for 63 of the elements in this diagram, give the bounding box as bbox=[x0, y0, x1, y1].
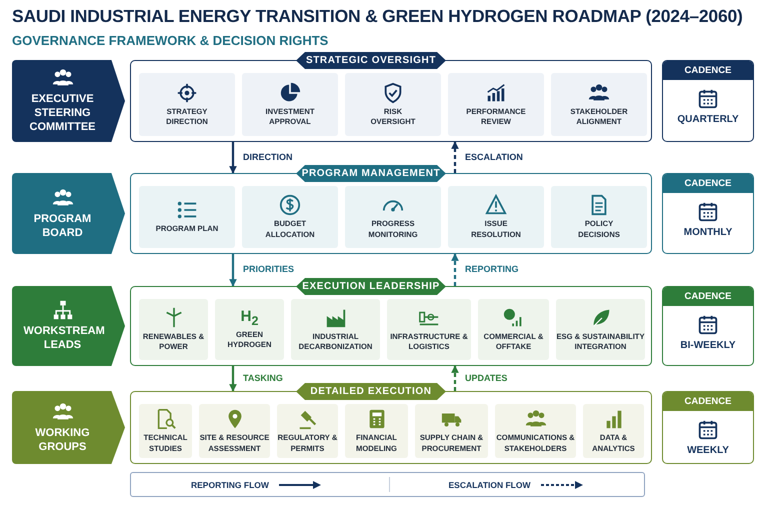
dashed-arrow bbox=[451, 141, 459, 173]
item-card bbox=[478, 299, 549, 360]
cadence-header: CADENCE bbox=[663, 287, 753, 306]
item-card bbox=[495, 404, 576, 458]
tier-label: PROGRAM BOARD bbox=[32, 212, 92, 240]
cadence-card bbox=[662, 60, 754, 142]
cadence-card bbox=[662, 173, 754, 254]
item-card bbox=[551, 186, 647, 248]
edge-label: UPDATES bbox=[463, 372, 510, 382]
item-card bbox=[277, 404, 338, 458]
arrow bbox=[229, 254, 237, 287]
item-card bbox=[139, 186, 235, 248]
edge-label: TASKING bbox=[241, 372, 285, 382]
item-card bbox=[448, 186, 544, 248]
item-card bbox=[345, 186, 441, 248]
item-card bbox=[387, 299, 471, 360]
item-card bbox=[345, 73, 441, 136]
dashed-arrow bbox=[451, 253, 459, 286]
item-card bbox=[139, 73, 235, 136]
item-card bbox=[242, 186, 338, 248]
cadence-header: CADENCE bbox=[663, 392, 753, 411]
edge-label: PRIORITIES bbox=[241, 264, 296, 274]
arrow bbox=[229, 142, 237, 174]
cadence-value: WEEKLY bbox=[687, 445, 729, 456]
title: SAUDI INDUSTRIAL ENERGY TRANSITION & GREEN HYDROGEN ROADMAP (2024–2060) bbox=[12, 6, 743, 27]
cadence-header: CADENCE bbox=[663, 61, 753, 80]
dashed-arrow bbox=[451, 365, 459, 391]
item-card bbox=[345, 404, 408, 458]
tier-title-panel bbox=[12, 391, 125, 464]
tier-label: EXECUTIVE STEERING COMMITTEE bbox=[28, 93, 96, 135]
cadence-card bbox=[662, 286, 754, 366]
item-card bbox=[448, 73, 544, 136]
legend-label: REPORTING FLOW bbox=[191, 480, 269, 490]
cadence-value: QUARTERLY bbox=[677, 114, 739, 125]
edge-label: REPORTING bbox=[463, 264, 521, 274]
section-banner: EXECUTION LEADERSHIP bbox=[296, 278, 446, 295]
item-card bbox=[139, 404, 192, 458]
tier-title-panel bbox=[12, 60, 125, 142]
item-card bbox=[556, 299, 645, 360]
tier-label: WORKSTREAM LEADS bbox=[24, 325, 102, 353]
item-card bbox=[139, 299, 208, 360]
item-card bbox=[551, 73, 647, 136]
cadence-value: BI-WEEKLY bbox=[680, 340, 736, 351]
section-banner: PROGRAM MANAGEMENT bbox=[296, 165, 446, 182]
item-card bbox=[242, 73, 338, 136]
section-banner: STRATEGIC OVERSIGHT bbox=[296, 52, 446, 69]
cadence-card bbox=[662, 391, 754, 464]
cadence-value: MONTHLY bbox=[684, 227, 732, 238]
item-card bbox=[583, 404, 644, 458]
item-card bbox=[199, 404, 270, 458]
subtitle: GOVERNANCE FRAMEWORK & DECISION RIGHTS bbox=[12, 33, 328, 48]
legend-label: ESCALATION FLOW bbox=[448, 480, 530, 490]
arrow bbox=[229, 366, 237, 392]
edge-label: DIRECTION bbox=[241, 152, 294, 162]
cadence-header: CADENCE bbox=[663, 174, 753, 193]
item-card bbox=[291, 299, 380, 360]
formula-label: H$_{2}$ bbox=[240, 308, 258, 327]
edge-label: ESCALATION bbox=[463, 152, 525, 162]
item-card bbox=[415, 404, 488, 458]
tier-title-panel bbox=[12, 286, 125, 366]
tier-label: WORKING GROUPS bbox=[34, 426, 91, 454]
section-banner: DETAILED EXECUTION bbox=[296, 383, 446, 400]
tier-title-panel bbox=[12, 173, 125, 254]
